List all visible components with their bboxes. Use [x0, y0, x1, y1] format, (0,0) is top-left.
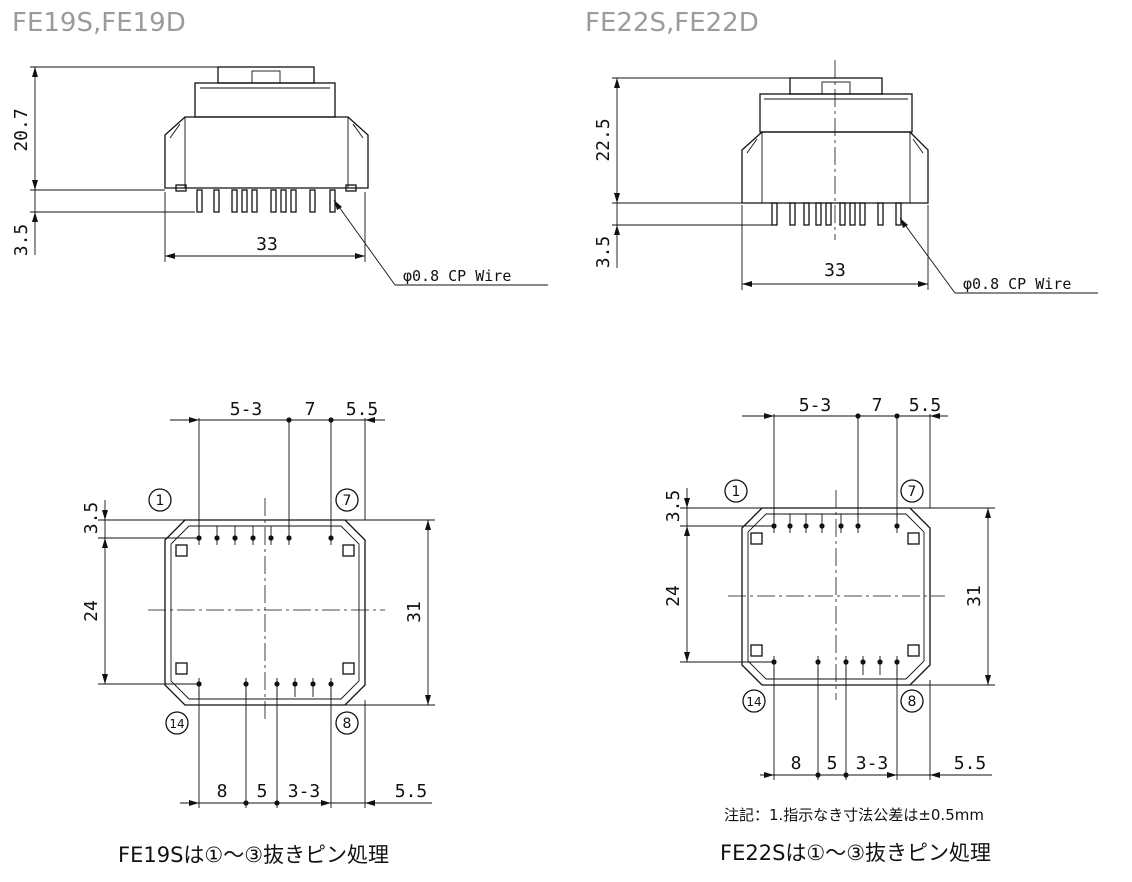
right-bot-end: 5.5	[954, 753, 987, 774]
left-pin-14: 14	[169, 717, 184, 731]
right-bot-b: 5	[827, 753, 838, 774]
left-pin-1: 1	[156, 493, 165, 509]
left-side-pins	[196, 189, 336, 213]
right-left-top: 3.5	[663, 490, 684, 523]
left-top-pins	[196, 526, 334, 545]
right-side-pinlen: 3.5	[593, 236, 614, 269]
left-bot-end: 5.5	[395, 781, 428, 802]
left-side-width: 33	[256, 234, 278, 255]
right-pin-14: 14	[746, 695, 761, 709]
right-bot-c: 3-3	[856, 753, 889, 774]
right-top-pitch: 5-3	[799, 395, 832, 416]
left-bot-c: 3-3	[288, 781, 321, 802]
left-top-pitch: 5-3	[230, 399, 263, 420]
right-side-view: 22.5 3.5 33 φ0.8 CP Wire	[593, 60, 1098, 294]
left-title: FE19S,FE19D	[12, 8, 186, 38]
right-side-height: 22.5	[593, 118, 614, 161]
left-core-body	[164, 116, 369, 189]
left-side-wire: φ0.8 CP Wire	[403, 267, 511, 285]
right-side-width: 33	[824, 260, 846, 281]
left-top-mid: 7	[305, 399, 316, 420]
left-bot-b: 5	[257, 781, 268, 802]
right-side-pins	[771, 202, 902, 226]
tolerance-note: 注記：1.指示なき寸法公差は±0.5mm	[724, 806, 984, 824]
left-right-span: 31	[404, 601, 425, 623]
left-pin-7: 7	[343, 493, 352, 509]
left-left-span: 24	[81, 600, 102, 622]
right-right-span: 31	[964, 585, 985, 607]
right-bottom-view: 5-3 7 5.5 1 7 14 8 3.5 24 31	[663, 395, 995, 780]
left-side-pinlen: 3.5	[11, 224, 32, 257]
left-top-end: 5.5	[346, 399, 379, 420]
right-pin-7: 7	[908, 484, 917, 500]
left-side-view: 20.7 3.5 33 φ0.8 CP Wire	[11, 66, 548, 286]
left-side-height: 20.7	[11, 108, 32, 151]
right-caption: FE22Sは①～③抜きピン処理	[720, 841, 992, 865]
right-side-wire: φ0.8 CP Wire	[963, 275, 1071, 293]
right-bobbin-top	[759, 93, 913, 133]
left-bot-a: 8	[217, 781, 228, 802]
right-left-span: 24	[663, 585, 684, 607]
left-cap-window	[251, 70, 281, 84]
right-top-mid: 7	[872, 395, 883, 416]
right-top-end: 5.5	[909, 395, 942, 416]
right-pin-8: 8	[908, 694, 917, 710]
left-left-top: 3.5	[81, 502, 102, 535]
right-top-cap	[789, 77, 883, 95]
left-caption: FE19Sは①～③抜きピン処理	[118, 843, 390, 867]
left-bottom-view: 5-3 7 5.5 1 7 14 8 3.5 24 31	[81, 399, 435, 808]
right-bot-pins	[771, 656, 900, 675]
right-pin-1: 1	[732, 484, 741, 500]
left-top-cap	[217, 66, 315, 84]
right-bot-a: 8	[791, 753, 802, 774]
right-top-pins	[771, 514, 900, 533]
right-title: FE22S,FE22D	[585, 8, 759, 38]
left-pin-8: 8	[343, 716, 352, 732]
